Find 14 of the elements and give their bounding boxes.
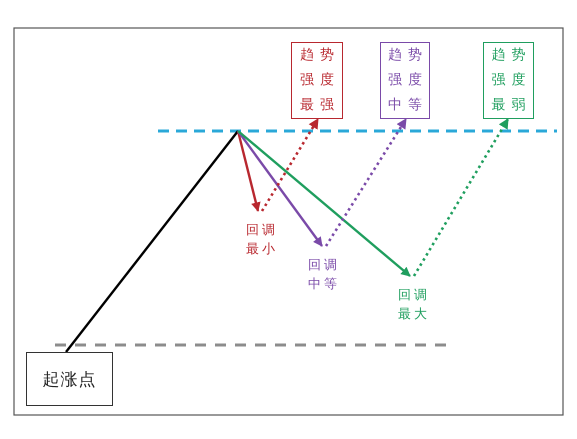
trend-strength-box: 趋势强度中等 [380, 42, 430, 119]
rise-line [65, 130, 239, 353]
pullback-label: 回调最大 [394, 276, 434, 326]
pullback-label: 回调最小 [242, 211, 282, 261]
pullback-label: 回调中等 [304, 246, 344, 296]
arrow [324, 118, 408, 247]
trend-strength-box: 趋势强度最强 [291, 42, 343, 119]
trend-strength-box: 趋势强度最弱 [483, 42, 534, 119]
start-point-box: 起涨点 [26, 352, 113, 406]
arrow [236, 130, 261, 212]
arrow [237, 130, 411, 277]
arrow [412, 118, 510, 277]
arrow [260, 118, 320, 212]
arrow [237, 130, 323, 247]
